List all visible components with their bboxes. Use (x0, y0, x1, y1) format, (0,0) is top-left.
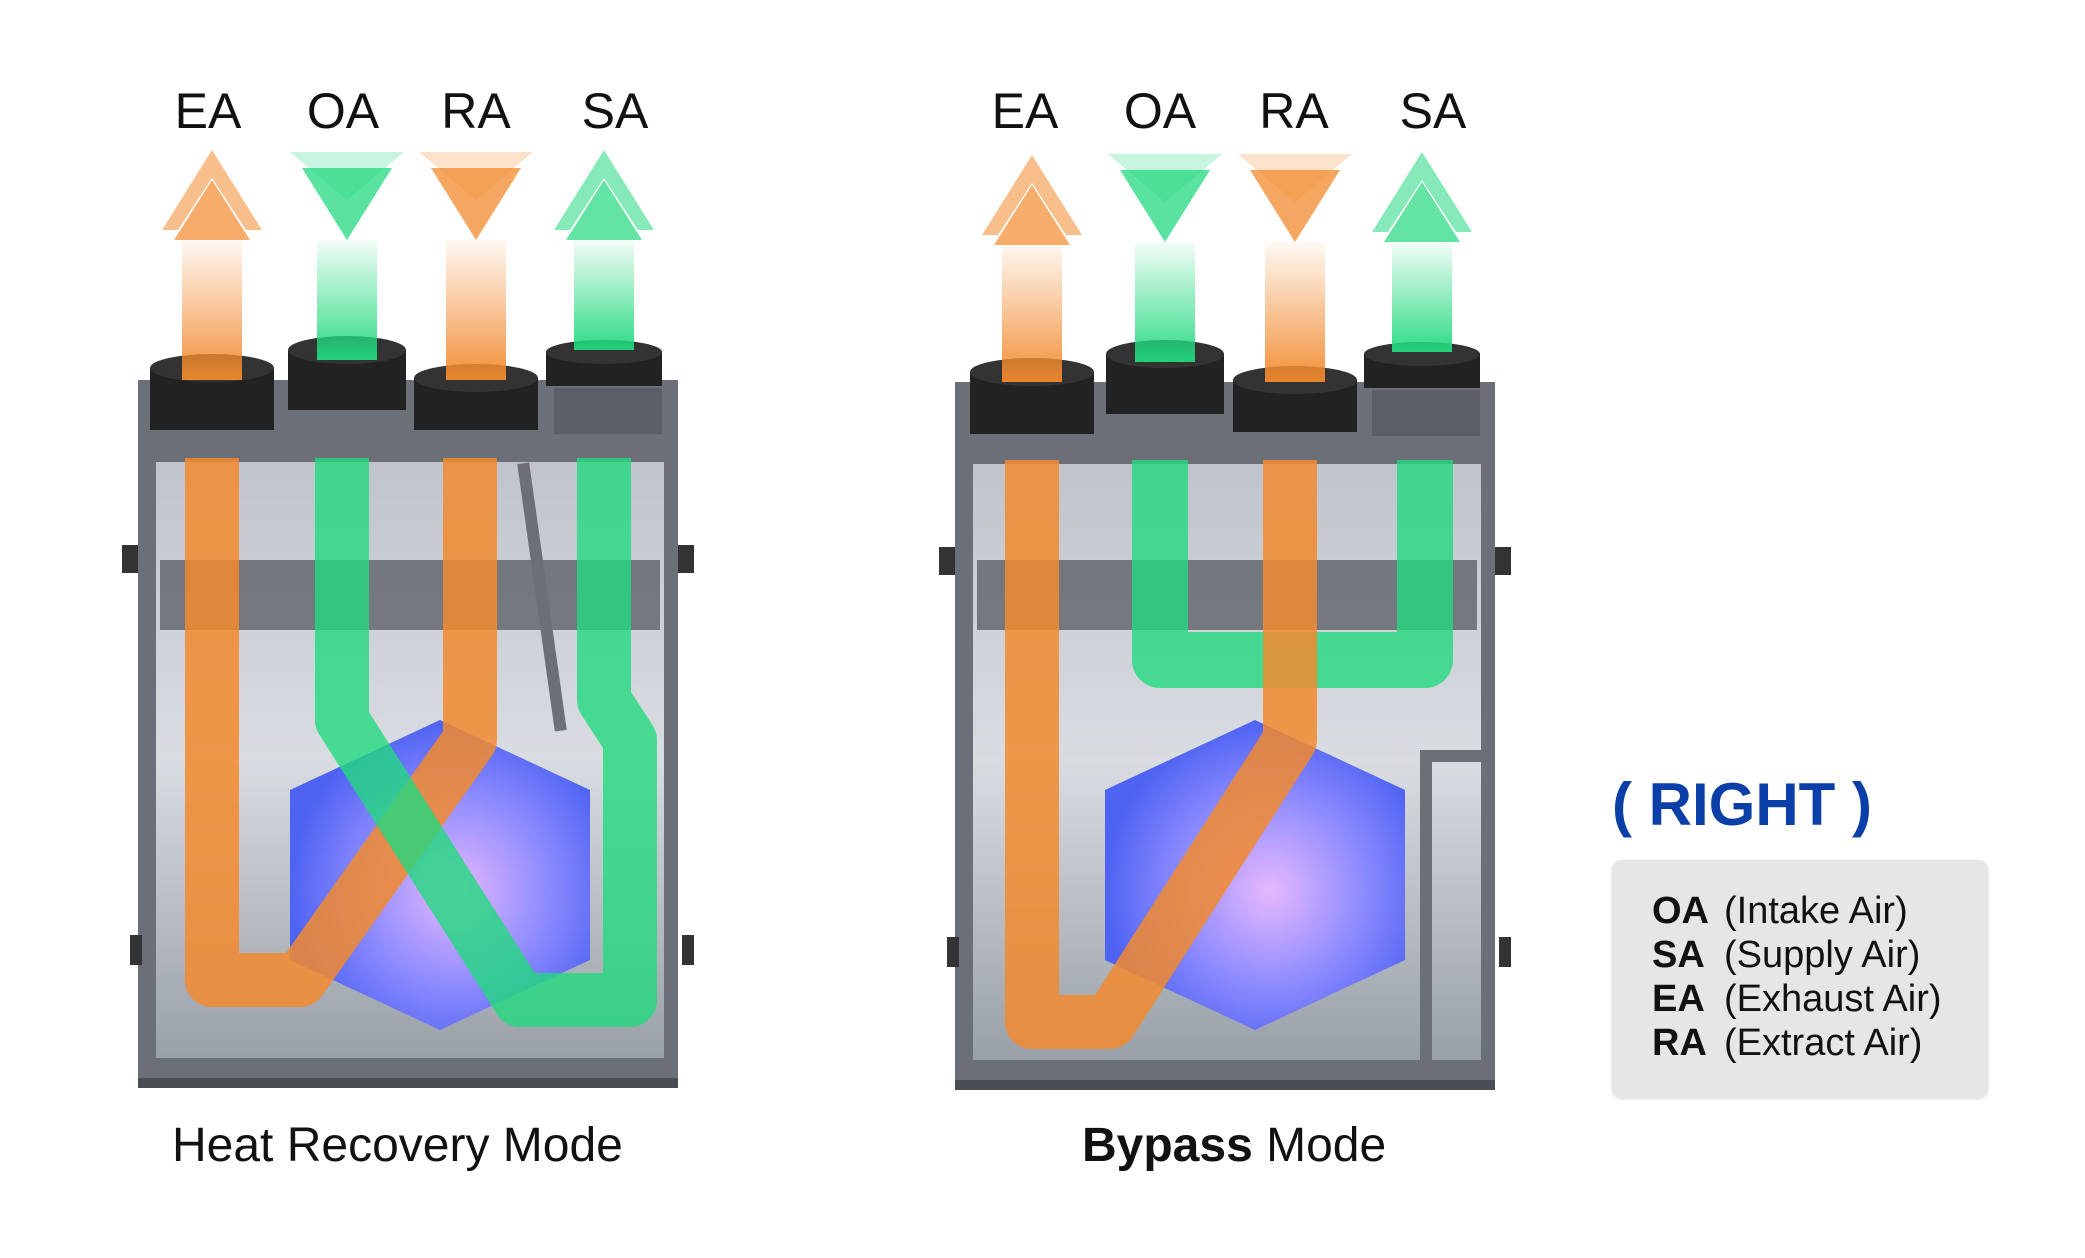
heat-recovery-caption: Heat Recovery Mode (172, 1119, 623, 1172)
port-label-sa: SA (581, 83, 649, 139)
bypass-unit (939, 152, 1511, 1090)
legend-abbr: OA (1652, 890, 1709, 932)
arrow-sa-up (554, 150, 654, 350)
legend-abbr: EA (1652, 978, 1705, 1020)
port-label-oa: OA (306, 83, 380, 139)
arrow-ea-up (982, 155, 1082, 382)
arrow-ra-down (419, 152, 533, 380)
legend-box: OA (Intake Air) SA (Supply Air) EA (Exhaust… (1612, 860, 1988, 1098)
orientation-title: ( RIGHT ) (1612, 771, 1872, 838)
legend-item: OA (Intake Air) (1652, 890, 1908, 933)
port-label-ra: RA (441, 83, 511, 139)
exhaust-flow-path (1005, 460, 1317, 1049)
port-label-ra: RA (1259, 83, 1329, 139)
port-label-oa: OA (1123, 83, 1197, 139)
bypass-caption-rest: Mode (1252, 1119, 1387, 1172)
port-label-sa: SA (1399, 83, 1467, 139)
legend-abbr: SA (1652, 934, 1705, 976)
arrow-ea-up (162, 150, 262, 380)
supply-flow-path (315, 458, 657, 1027)
legend-item: SA (Supply Air) (1652, 934, 1920, 977)
arrow-oa-down (1108, 154, 1222, 362)
duct-sa (1364, 342, 1480, 436)
arrow-oa-down (290, 152, 404, 360)
legend-desc: (Intake Air) (1724, 890, 1908, 932)
arrow-sa-up (1372, 152, 1472, 352)
port-label-ea: EA (991, 83, 1059, 139)
arrow-ra-down (1238, 154, 1352, 382)
legend-item: RA (Extract Air) (1652, 1022, 1922, 1065)
port-label-ea: EA (174, 83, 242, 139)
bypass-caption-bold: Bypass (1082, 1119, 1253, 1172)
heat-recovery-unit (122, 150, 694, 1088)
legend-desc: (Extract Air) (1724, 1022, 1923, 1064)
bypass-caption: Bypass Mode (1082, 1118, 1386, 1173)
exhaust-flow-path (185, 458, 497, 1007)
legend-abbr: RA (1652, 1022, 1707, 1064)
legend-desc: (Supply Air) (1724, 934, 1921, 976)
legend-desc: (Exhaust Air) (1724, 978, 1942, 1020)
legend-item: EA (Exhaust Air) (1652, 978, 1942, 1021)
